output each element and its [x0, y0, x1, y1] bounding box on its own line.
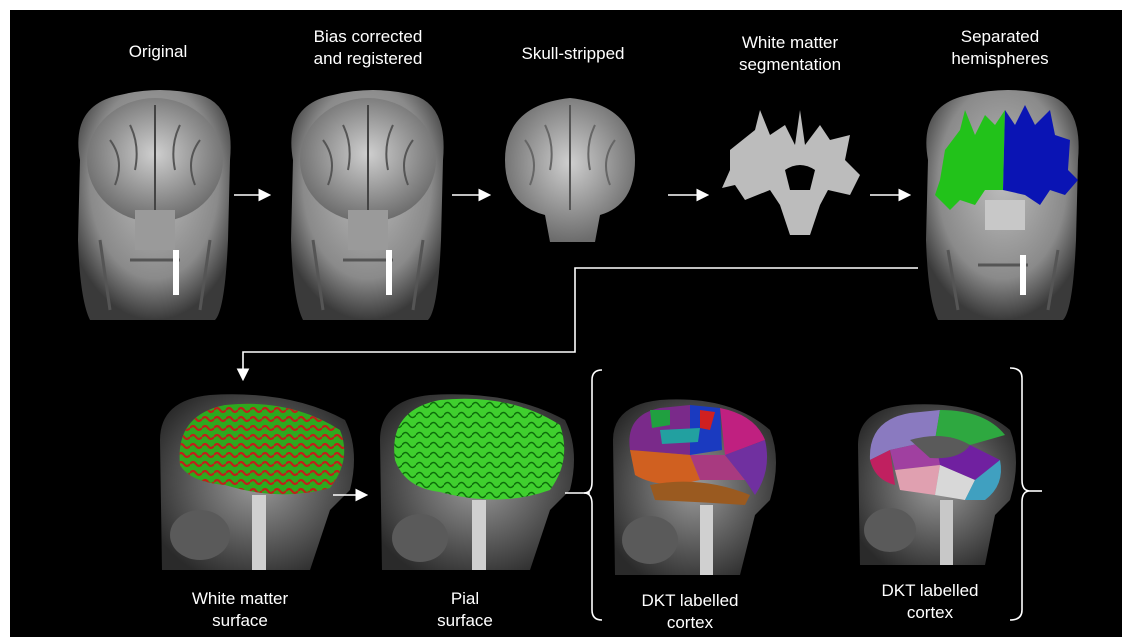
wm-surface-image [160, 394, 354, 570]
dkt-cortex-image-2 [858, 404, 1016, 565]
diagram-graphics [10, 10, 1122, 637]
mri-wm-segmentation [722, 110, 860, 235]
mri-separated-hemispheres [926, 90, 1079, 320]
right-brace [1010, 368, 1030, 620]
mri-original [78, 90, 231, 320]
left-brace [584, 370, 602, 620]
figure-canvas: Original Bias corrected and registered S… [10, 10, 1122, 637]
dkt-cortex-image-1 [613, 399, 776, 575]
mri-bias-corrected [291, 90, 444, 320]
pial-surface-image [380, 394, 574, 570]
mri-skull-stripped [505, 98, 635, 242]
